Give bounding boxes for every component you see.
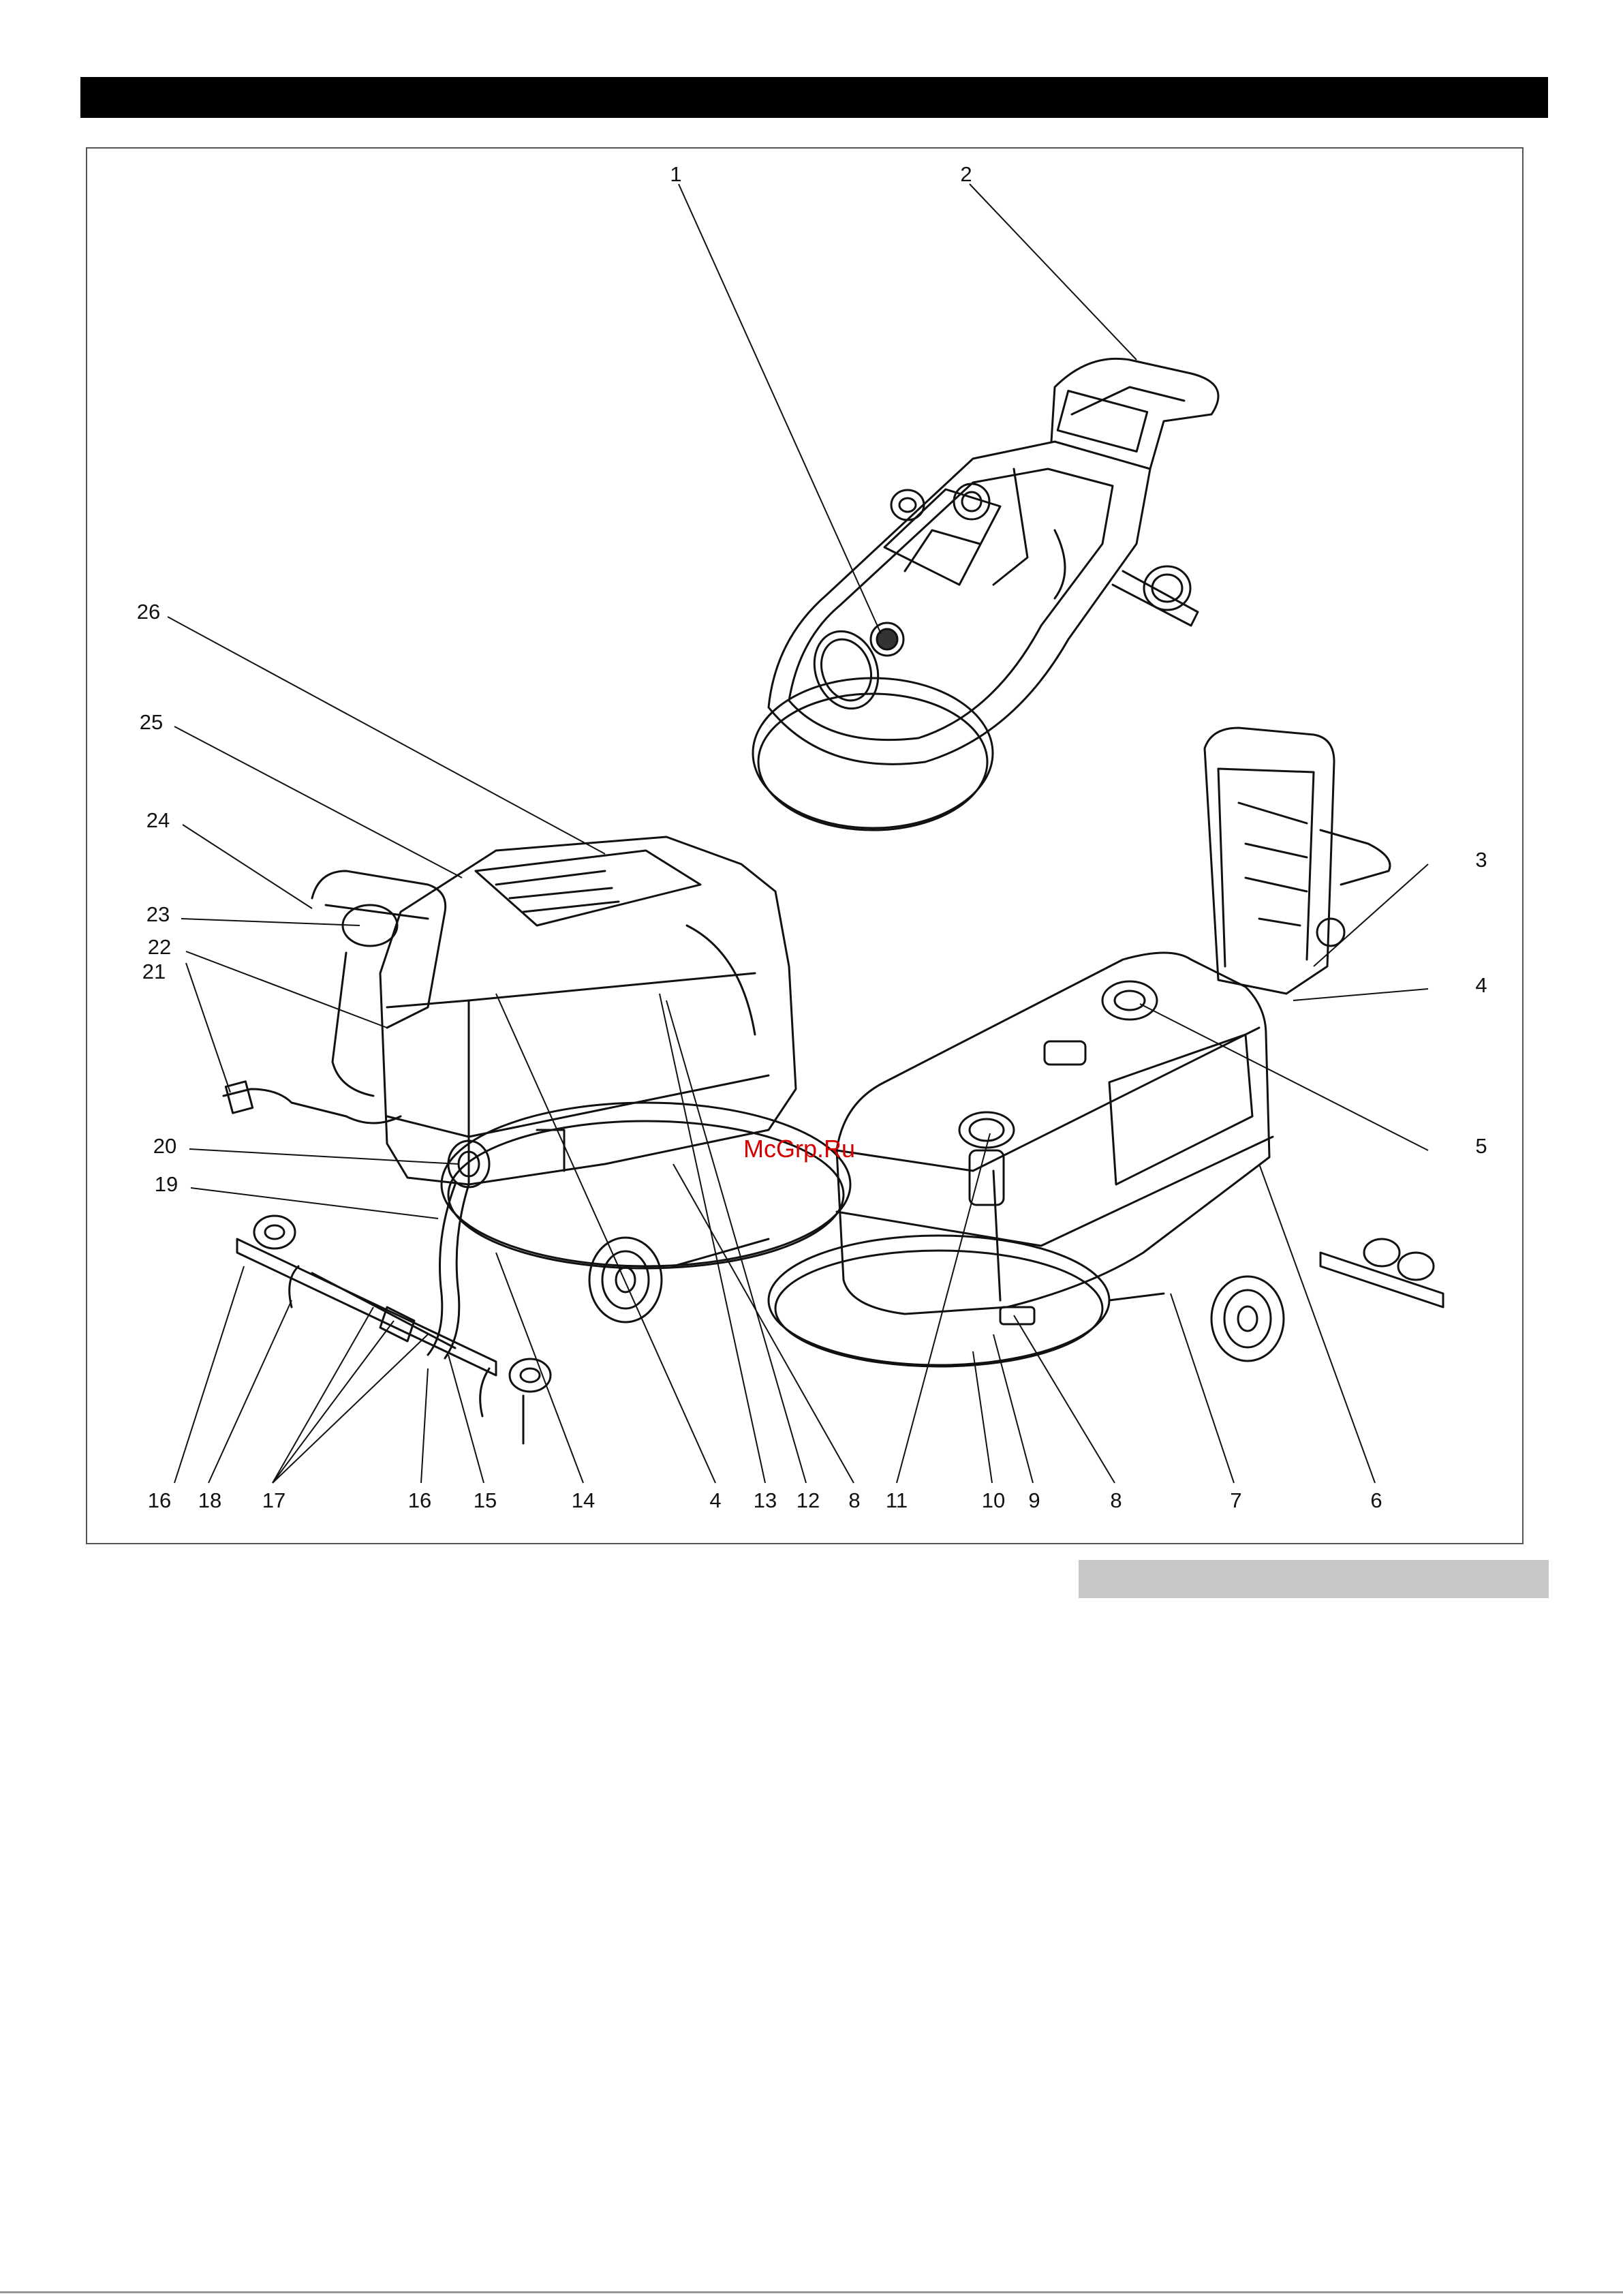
callout-label: 7 (1230, 1488, 1241, 1512)
callout-label: 18 (198, 1488, 221, 1512)
callout-label: 5 (1475, 1134, 1487, 1158)
footer-line (0, 2291, 1623, 2293)
callout-label: 14 (572, 1488, 595, 1512)
callout-label: 25 (140, 710, 163, 734)
right-view-machine (769, 728, 1443, 1366)
watermark-text: McGrp.Ru (743, 1135, 855, 1163)
callout-label: 15 (474, 1488, 497, 1512)
callout-label: 2 (960, 162, 972, 186)
callout-label: 16 (148, 1488, 171, 1512)
machine-diagram: McGrp.Ru 1 2 3 4 5 26 25 24 23 22 21 20 … (87, 149, 1525, 1546)
callout-label: 8 (848, 1488, 860, 1512)
callout-label: 6 (1370, 1488, 1382, 1512)
leader-lines (168, 184, 1428, 1483)
callout-label: 8 (1110, 1488, 1122, 1512)
top-view-machine (753, 358, 1218, 830)
callout-label: 3 (1475, 848, 1487, 872)
callout-label: 12 (797, 1488, 820, 1512)
callout-label: 4 (709, 1488, 721, 1512)
callout-label: 20 (153, 1134, 176, 1158)
callout-label: 16 (408, 1488, 431, 1512)
callout-label: 10 (982, 1488, 1005, 1512)
callout-label: 17 (262, 1488, 285, 1512)
callout-label: 4 (1475, 973, 1487, 997)
callout-label: 21 (142, 960, 166, 983)
callout-label: 13 (754, 1488, 777, 1512)
callout-label: 24 (146, 808, 170, 832)
header-bar (80, 77, 1548, 118)
callout-label: 1 (670, 162, 681, 186)
figure-frame: McGrp.Ru 1 2 3 4 5 26 25 24 23 22 21 20 … (86, 147, 1524, 1544)
callout-label: 22 (148, 935, 171, 959)
callout-label: 9 (1028, 1488, 1040, 1512)
section-bar (1079, 1560, 1549, 1598)
callout-label: 11 (886, 1488, 908, 1512)
callout-label: 19 (155, 1172, 178, 1196)
callout-label: 26 (137, 600, 160, 624)
callout-label: 23 (146, 902, 170, 926)
